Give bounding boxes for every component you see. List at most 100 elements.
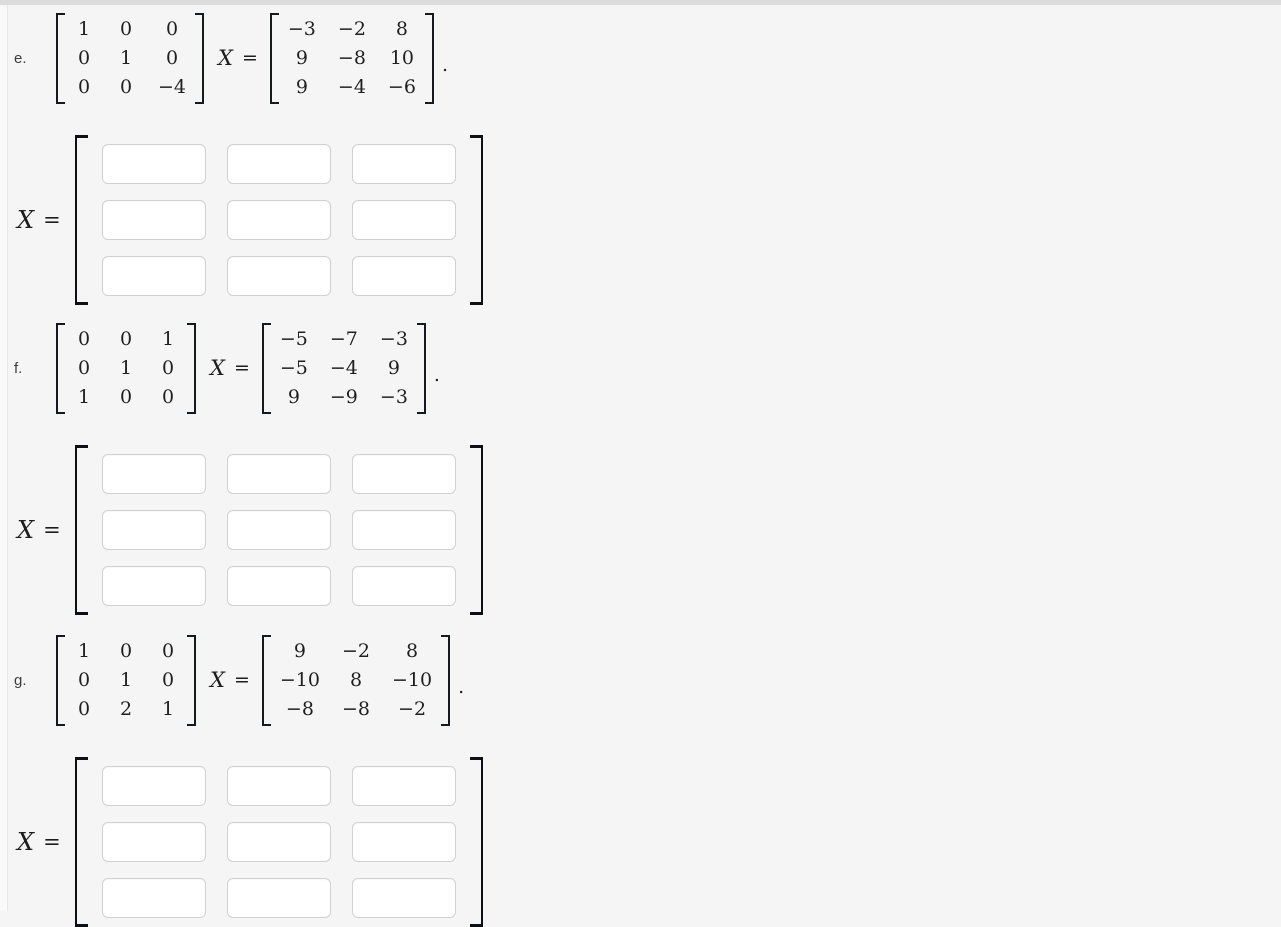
matrix-left-bracket bbox=[56, 322, 65, 414]
matrix-entry: −3 bbox=[379, 328, 408, 350]
answer-cell-g-r1c2[interactable] bbox=[226, 766, 331, 806]
answer-cell-e-r3c1[interactable] bbox=[101, 256, 206, 296]
matrix-entry: 10 bbox=[389, 47, 415, 69]
problem-label: f. bbox=[14, 359, 23, 377]
matrix-entry: −8 bbox=[337, 47, 366, 69]
matrix-entry: 9 bbox=[293, 640, 306, 662]
x-equals: X = bbox=[210, 356, 250, 380]
answer-cell-g-r3c2[interactable] bbox=[226, 878, 331, 918]
answer-cell-f-r3c3[interactable] bbox=[351, 566, 456, 606]
equals-sign: = bbox=[233, 669, 250, 691]
answer-cell-g-r2c1[interactable] bbox=[101, 822, 206, 862]
answer-cell-g-r3c1[interactable] bbox=[101, 878, 206, 918]
problem-label: e. bbox=[14, 49, 27, 67]
matrix-entry: 0 bbox=[77, 698, 91, 720]
matrix-entry: 1 bbox=[161, 698, 175, 720]
matrix-entry: −7 bbox=[329, 328, 358, 350]
answer-right-bracket bbox=[469, 757, 483, 927]
matrix-entry: −4 bbox=[329, 357, 358, 379]
answer-cell-g-r2c2[interactable] bbox=[226, 822, 331, 862]
matrix-entry: −2 bbox=[337, 18, 366, 40]
answer-cell-e-r2c1[interactable] bbox=[101, 200, 206, 240]
matrix-entry: −10 bbox=[279, 669, 320, 691]
matrix-entry: −8 bbox=[285, 698, 314, 720]
answer-cell-f-r2c3[interactable] bbox=[351, 510, 456, 550]
answer-cell-f-r2c2[interactable] bbox=[226, 510, 331, 550]
equation-period: . bbox=[458, 676, 465, 698]
equals-sign: = bbox=[43, 518, 61, 542]
matrix-entry: 0 bbox=[77, 47, 91, 69]
matrix-entry: 0 bbox=[119, 76, 133, 98]
answer-cell-e-r1c3[interactable] bbox=[351, 144, 456, 184]
matrix-entry: 0 bbox=[119, 328, 133, 350]
answer-cell-e-r2c3[interactable] bbox=[351, 200, 456, 240]
problem-label: g. bbox=[14, 671, 27, 689]
matrix-entry: 9 bbox=[295, 76, 308, 98]
matrix-right-bracket bbox=[187, 634, 196, 726]
matrix-entry: −8 bbox=[341, 698, 370, 720]
answer-cell-e-r2c2[interactable] bbox=[226, 200, 331, 240]
answer-cell-f-r1c3[interactable] bbox=[351, 454, 456, 494]
matrix-right-bracket bbox=[416, 322, 426, 414]
variable-x: X bbox=[218, 46, 233, 70]
equation-period: . bbox=[433, 364, 440, 386]
answer-cell-g-r2c3[interactable] bbox=[351, 822, 456, 862]
matrix-entry: −4 bbox=[337, 76, 366, 98]
answer-cell-e-r3c3[interactable] bbox=[351, 256, 456, 296]
answer-row: X = bbox=[8, 445, 708, 615]
matrix-entry: −5 bbox=[279, 328, 308, 350]
answer-cell-e-r1c2[interactable] bbox=[226, 144, 331, 184]
answer-matrix bbox=[74, 757, 483, 927]
matrix-entry: 0 bbox=[77, 328, 91, 350]
variable-x: X bbox=[17, 828, 35, 856]
answer-cell-f-r3c1[interactable] bbox=[101, 566, 206, 606]
answer-right-bracket bbox=[469, 445, 483, 615]
matrix-entry: −3 bbox=[287, 18, 316, 40]
answer-left-bracket bbox=[74, 135, 88, 305]
answer-cell-f-r2c1[interactable] bbox=[101, 510, 206, 550]
variable-x: X bbox=[17, 516, 35, 544]
matrix-entry: 9 bbox=[387, 357, 400, 379]
answer-input-grid bbox=[88, 445, 470, 615]
matrix-left-bracket bbox=[261, 322, 271, 414]
answer-input-grid bbox=[88, 135, 470, 305]
answer-x-equals: X = bbox=[17, 828, 61, 856]
matrix-entry: 8 bbox=[406, 640, 419, 662]
answer-right-bracket bbox=[469, 135, 483, 305]
answer-cell-e-r3c2[interactable] bbox=[226, 256, 331, 296]
matrix-right-bracket bbox=[187, 322, 196, 414]
top-divider-strip bbox=[0, 0, 1281, 5]
answer-cell-f-r1c1[interactable] bbox=[101, 454, 206, 494]
matrix-entry: 9 bbox=[287, 386, 300, 408]
matrix-entry: 0 bbox=[161, 640, 175, 662]
answer-cell-g-r1c3[interactable] bbox=[351, 766, 456, 806]
answer-cell-g-r3c3[interactable] bbox=[351, 878, 456, 918]
equals-sign: = bbox=[43, 830, 61, 854]
answer-cell-f-r1c2[interactable] bbox=[226, 454, 331, 494]
x-equals: X = bbox=[218, 46, 258, 70]
matrix-right-bracket bbox=[441, 634, 451, 726]
matrix-entry: 0 bbox=[161, 386, 175, 408]
matrix-entry: 8 bbox=[395, 18, 408, 40]
matrix-entry: 0 bbox=[77, 669, 91, 691]
matrix-left-bracket bbox=[269, 12, 279, 104]
answer-cell-g-r1c1[interactable] bbox=[101, 766, 206, 806]
matrix-entry: 0 bbox=[165, 47, 179, 69]
matrix-entry: −9 bbox=[329, 386, 358, 408]
matrix-left-bracket bbox=[56, 634, 65, 726]
answer-cell-e-r1c1[interactable] bbox=[101, 144, 206, 184]
answer-cell-f-r3c2[interactable] bbox=[226, 566, 331, 606]
matrix-entry: −2 bbox=[398, 698, 427, 720]
